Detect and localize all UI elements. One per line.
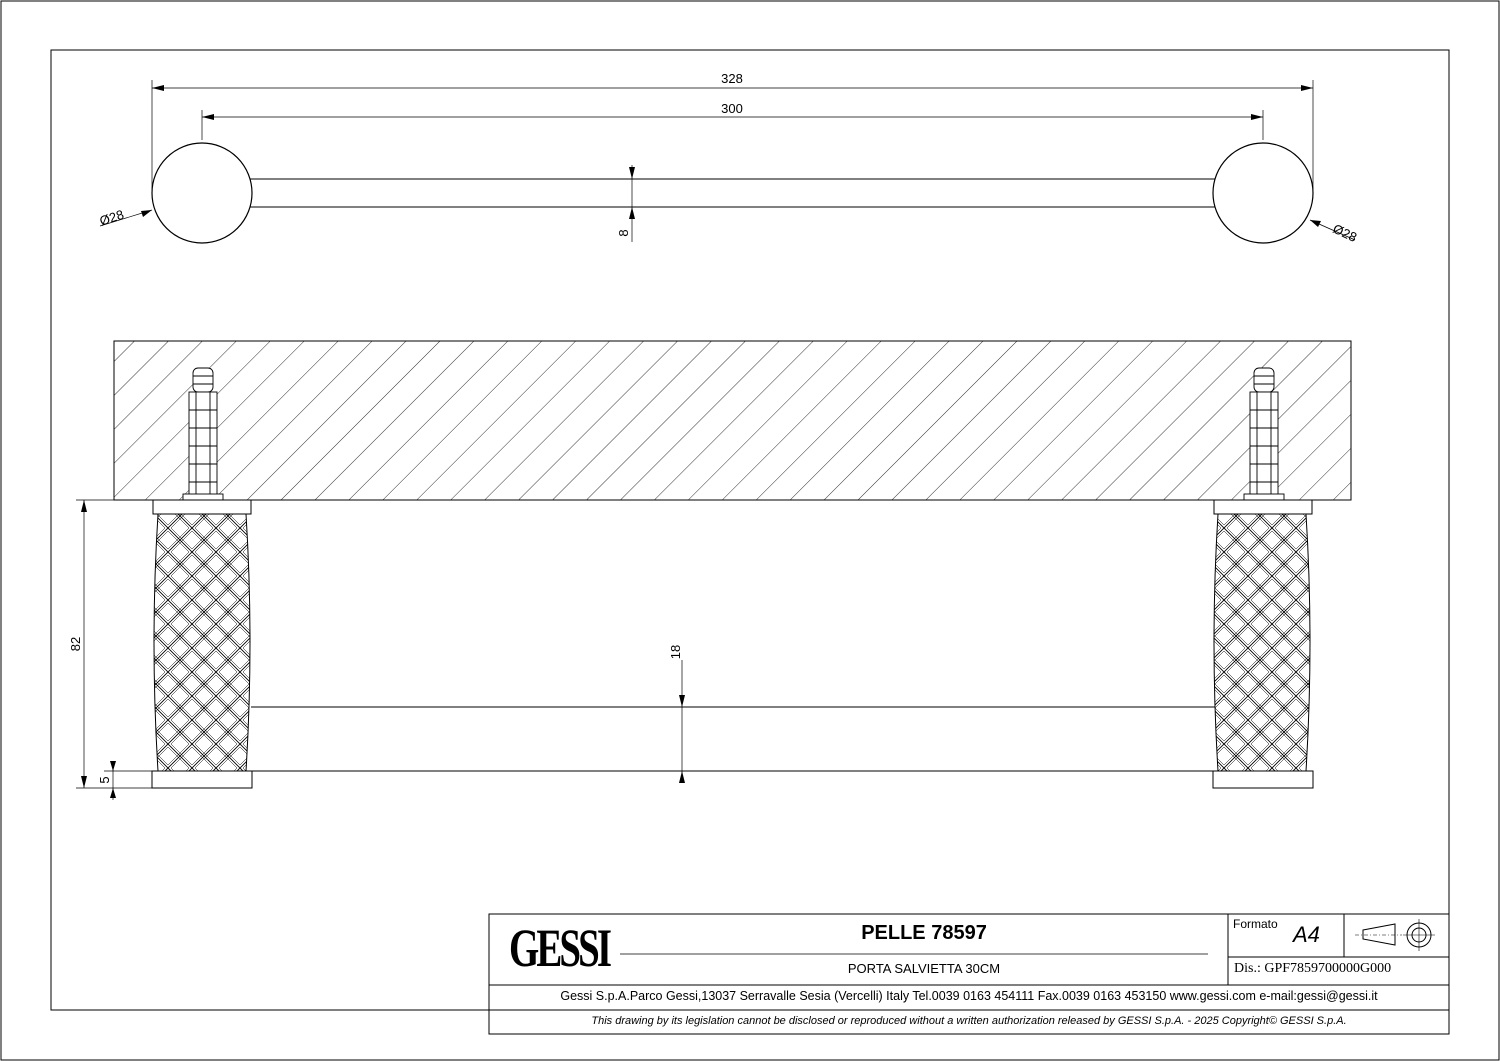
- product-title: PELLE 78597: [861, 922, 987, 944]
- title-block-frame: [488, 913, 1450, 1035]
- dim-bar-thickness: 8: [616, 229, 631, 236]
- right-wall-anchor: [1243, 367, 1285, 501]
- left-knob: [151, 142, 253, 244]
- left-wall-anchor: [182, 367, 224, 501]
- dim-bar-offset: 18: [668, 645, 683, 659]
- right-post: [1212, 499, 1314, 789]
- legal-note: This drawing by its legislation cannot b…: [591, 1015, 1347, 1027]
- dim-base-offset: 5: [97, 776, 112, 783]
- right-knob: [1212, 142, 1314, 244]
- format-value: A4: [1293, 922, 1320, 947]
- brand-logo: GESSI: [509, 918, 612, 978]
- left-post: [151, 499, 253, 789]
- dim-overall-length: 328: [721, 71, 743, 86]
- projection-symbol: [1355, 919, 1435, 951]
- drawing-number: Dis.: GPF7859700000G000: [1234, 961, 1392, 976]
- format-label: Formato: [1233, 917, 1278, 931]
- dim-bar-length: 300: [721, 101, 743, 116]
- wall-section: [113, 340, 1352, 501]
- dim-left-diameter: Ø28: [98, 207, 126, 229]
- towel-bar: [251, 706, 1215, 772]
- company-info: Gessi S.p.A.Parco Gessi,13037 Serravalle…: [560, 989, 1378, 1003]
- product-description: PORTA SALVIETTA 30CM: [847, 961, 1001, 976]
- side-dimensions: [76, 499, 685, 800]
- top-view: [99, 80, 1356, 244]
- dim-right-diameter: Ø28: [1331, 221, 1360, 245]
- dim-projection: 82: [68, 637, 83, 651]
